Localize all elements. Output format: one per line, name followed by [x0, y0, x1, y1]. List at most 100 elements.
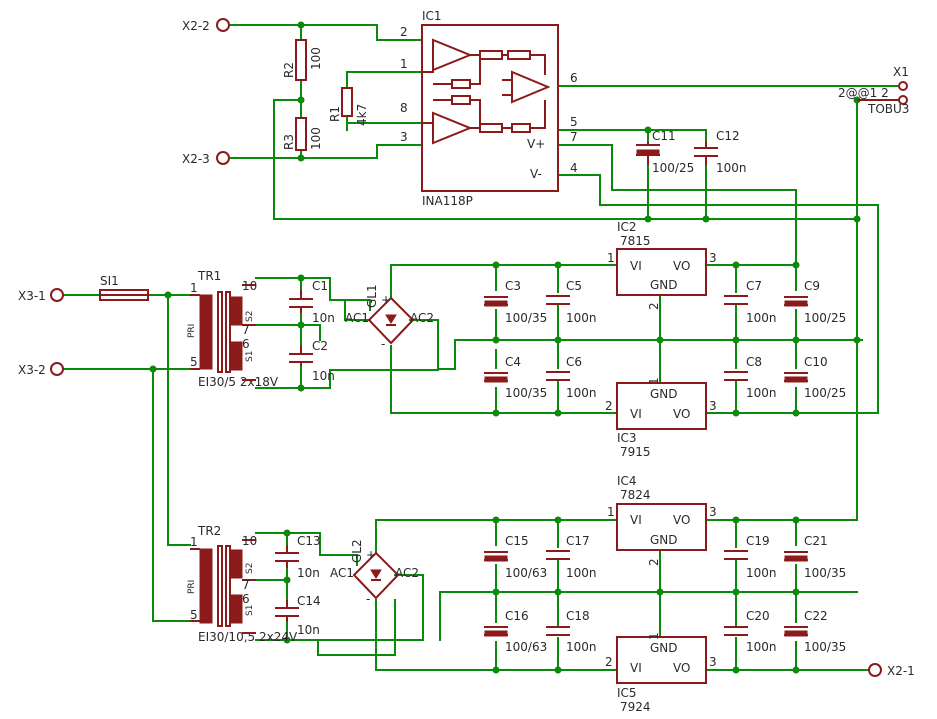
tr2-pri: PRI	[187, 580, 197, 594]
gl1-label: GL1	[365, 284, 379, 308]
capacitor-c22: C22 100/35	[784, 609, 846, 654]
ic1-label: IC1	[422, 9, 442, 23]
tr2-pin-6: 6	[242, 592, 250, 606]
capacitor-c18: C18 100n	[546, 609, 597, 654]
capacitor-c21: C21 100/35	[784, 534, 846, 580]
resistor-r3: R3 100	[282, 117, 323, 151]
r3-value: 100	[309, 127, 323, 150]
tr1-pri: PRI	[187, 324, 197, 338]
ic1-part: INA118P	[422, 194, 473, 208]
regulator-ic5: IC5 7924 VI VO GND 2 3 1	[605, 632, 717, 714]
c16-value: 100/63	[505, 640, 547, 654]
ic1-vminus: V-	[530, 167, 542, 181]
ic5-pin-3: 3	[709, 655, 717, 669]
x1-type-label: TOBU3	[867, 102, 909, 116]
c8-value: 100n	[746, 386, 777, 400]
gl1-ac2: AC2	[410, 311, 434, 325]
c19-label: C19	[746, 534, 770, 548]
tr2-s1: S1	[245, 605, 255, 616]
capacitor-c3: C3 100/35	[484, 279, 547, 325]
c11-value: 100/25	[652, 161, 694, 175]
c2-value: 10n	[312, 369, 335, 383]
x2-3-label: X2-3	[182, 152, 210, 166]
ic5-part: 7924	[620, 700, 651, 714]
capacitor-c14: C14 10n	[275, 594, 321, 637]
c12-label: C12	[716, 129, 740, 143]
c2-label: C2	[312, 339, 328, 353]
x2-2-label: X2-2	[182, 19, 210, 33]
c5-label: C5	[566, 279, 582, 293]
ic3-pin-1: 1	[647, 377, 661, 385]
junctions	[149, 21, 861, 674]
ic1-pin-7: 7	[570, 130, 578, 144]
capacitor-c7: C7 100n	[724, 279, 777, 325]
ic4-pin-2: 2	[647, 558, 661, 566]
ic1-pin-1: 1	[400, 57, 408, 71]
capacitor-c16: C16 100/63	[484, 609, 547, 654]
connector-x2-1: X2-1	[868, 663, 915, 678]
tr1-s2: S2	[245, 311, 255, 322]
c4-value: 100/35	[505, 386, 547, 400]
c17-label: C17	[566, 534, 590, 548]
x3-1-label: X3-1	[18, 289, 46, 303]
c10-value: 100/25	[804, 386, 846, 400]
capacitor-c2: C2 10n	[289, 339, 335, 383]
ic2-part: 7815	[620, 234, 651, 248]
ic2-gnd: GND	[650, 278, 678, 292]
transformer-tr2: TR2 EI30/10,5 2x24V 1 5 10 7 6 PRI S2 S1	[187, 524, 298, 644]
x2-1-label: X2-1	[887, 664, 915, 678]
x1-pins-label: 2@@1 2	[838, 86, 889, 100]
ic4-pin-1: 1	[607, 505, 615, 519]
c13-label: C13	[297, 534, 321, 548]
ic2-pin-2: 2	[647, 302, 661, 310]
c13-value: 10n	[297, 566, 320, 580]
connector-x3-2: X3-2	[18, 362, 64, 377]
gl2-minus: -	[366, 592, 370, 606]
capacitor-c6: C6 100n	[546, 355, 597, 400]
connector-x3-1: X3-1	[18, 288, 64, 303]
resistor-r1: R1 4k7	[328, 87, 369, 126]
tr2-pin-7: 7	[242, 578, 250, 592]
c18-value: 100n	[566, 640, 597, 654]
ic4-part: 7824	[620, 488, 651, 502]
ic2-pin-3: 3	[709, 251, 717, 265]
c15-value: 100/63	[505, 566, 547, 580]
tr1-label: TR1	[197, 269, 221, 283]
connector-x2-2: X2-2	[182, 18, 230, 33]
ic2-label: IC2	[617, 220, 637, 234]
c19-value: 100n	[746, 566, 777, 580]
tr1-pin-1: 1	[190, 281, 198, 295]
wires	[63, 24, 899, 671]
ic1-pin-3: 3	[400, 130, 408, 144]
c20-label: C20	[746, 609, 770, 623]
capacitor-c12: C12 100n	[694, 129, 747, 175]
ic3-pin-2: 2	[605, 399, 613, 413]
r1-label: R1	[328, 106, 342, 122]
tr2-pin-5: 5	[190, 608, 198, 622]
ic3-label: IC3	[617, 431, 637, 445]
r2-label: R2	[282, 62, 296, 78]
ic1-vplus: V+	[527, 137, 545, 151]
c20-value: 100n	[746, 640, 777, 654]
c9-value: 100/25	[804, 311, 846, 325]
tr2-part: EI30/10,5 2x24V	[198, 630, 298, 644]
tr1-pin-5: 5	[190, 355, 198, 369]
fuse-si1: SI1	[99, 274, 149, 301]
bridge-rectifier-gl2: GL2 AC1 AC2 + -	[330, 539, 419, 606]
capacitor-c11: C11 100/25	[636, 129, 694, 175]
c15-label: C15	[505, 534, 529, 548]
c9-label: C9	[804, 279, 820, 293]
gl1-minus: -	[381, 337, 385, 351]
x3-2-label: X3-2	[18, 363, 46, 377]
ic3-vo: VO	[673, 407, 690, 421]
gl2-ac1: AC1	[330, 566, 354, 580]
ic3-gnd: GND	[650, 387, 678, 401]
tr1-s1: S1	[245, 351, 255, 362]
connector-x1: X1 2@@1 2 TOBU3	[838, 65, 909, 116]
ic3-vi: VI	[630, 407, 642, 421]
gl2-plus: +	[366, 548, 376, 562]
c18-label: C18	[566, 609, 590, 623]
tr1-pin-6: 6	[242, 337, 250, 351]
c21-label: C21	[804, 534, 828, 548]
